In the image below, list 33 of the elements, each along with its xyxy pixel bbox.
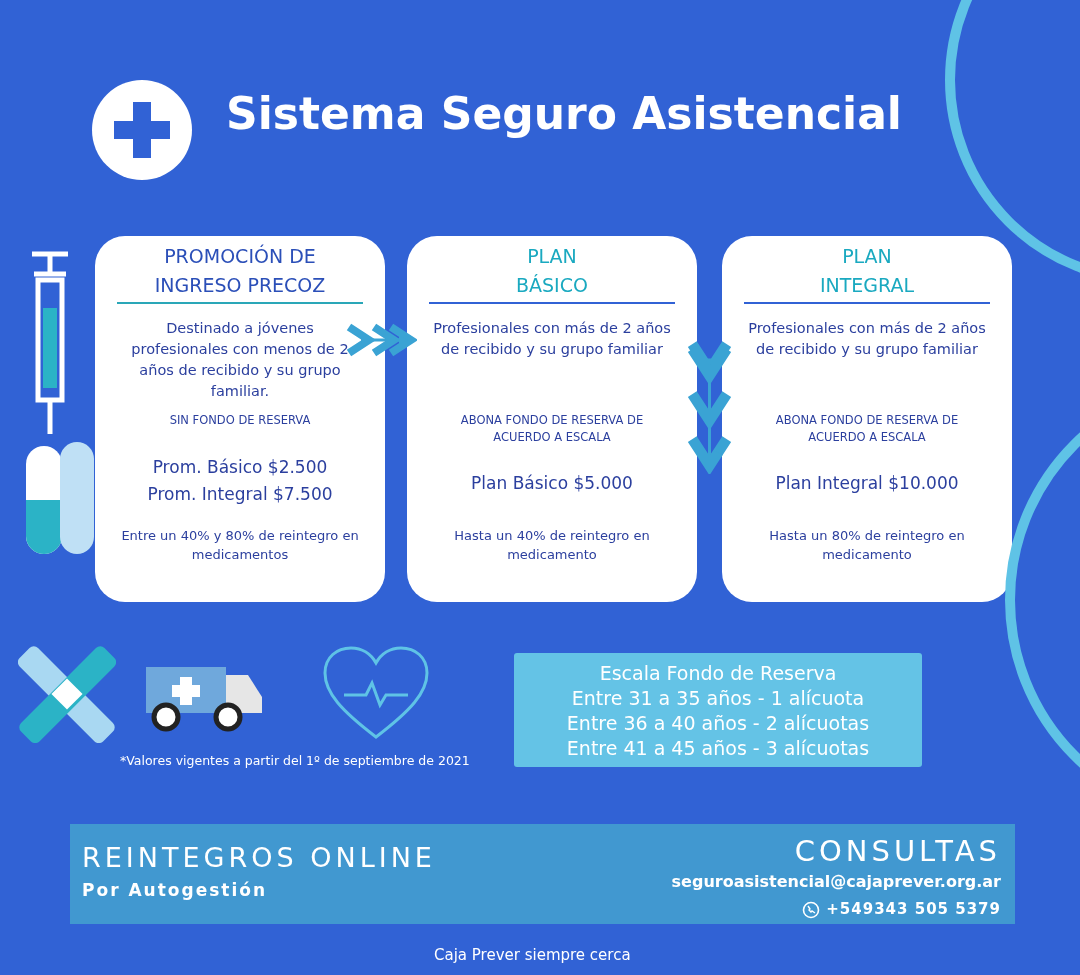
band-heading: REINTEGROS ONLINE: [82, 842, 436, 873]
plan-price: Prom. Integral $7.500: [146, 483, 334, 506]
plan-heading: PLAN INTEGRAL: [744, 242, 990, 304]
plan-description: Profesionales con más de 2 años de recibido y su grupo familiar: [747, 319, 987, 359]
plan-description: Destinado a jóvenes profesionales con menos de 2 años de recibido y su grupo familiar.: [130, 319, 350, 401]
scale-row-text: Entre 36 a 40 años - 2 alícuotas: [565, 711, 871, 735]
plan-card: [95, 236, 385, 602]
plan-card: [407, 236, 697, 602]
plan-price: Plan Básico $5.000: [470, 472, 634, 495]
reserve-note: ABONA FONDO DE RESERVA DE ACUERDO A ESCALA: [774, 412, 960, 446]
footnote: *Valores vigentes a partir del 1º de septiembre de 2021: [120, 753, 470, 768]
refund-note: Hasta un 40% de reintegro en medicamento: [453, 527, 651, 564]
reserve-note: SIN FONDO DE RESERVA: [168, 412, 312, 429]
refund-note: Entre un 40% y 80% de reintegro en medicamentos: [120, 527, 360, 564]
email-address: seguroasistencial@cajaprever.org.ar: [671, 872, 1001, 891]
scale-row-text: Entre 31 a 35 años - 1 alícuota: [570, 686, 866, 710]
plan-price: Prom. Básico $2.500: [151, 456, 329, 479]
plan-heading: PLAN BÁSICO: [429, 242, 675, 304]
reserve-note: ABONA FONDO DE RESERVA DE ACUERDO A ESCALA: [459, 412, 645, 446]
scale-row-text: Entre 41 a 45 años - 3 alícuotas: [565, 736, 871, 760]
slogan: Caja Prever siempre cerca: [434, 946, 631, 964]
plan-card: [722, 236, 1012, 602]
band-subheading: Por Autogestión: [82, 880, 268, 900]
plan-heading: PROMOCIÓN DE INGRESO PRECOZ: [117, 242, 363, 304]
plan-description: Profesionales con más de 2 años de recibido y su grupo familiar: [432, 319, 672, 359]
chevron-arrow: [346, 323, 417, 357]
plan-price: Plan Integral $10.000: [774, 472, 960, 495]
page-title: Sistema Seguro Asistencial: [226, 88, 902, 139]
band-heading: CONSULTAS: [794, 834, 1001, 868]
phone-number: +549343 505 5379: [826, 900, 1001, 918]
chevron-arrow: [688, 341, 731, 474]
refund-note: Hasta un 80% de reintegro en medicamento: [768, 527, 966, 564]
scale-heading: Escala Fondo de Reserva: [598, 661, 838, 685]
